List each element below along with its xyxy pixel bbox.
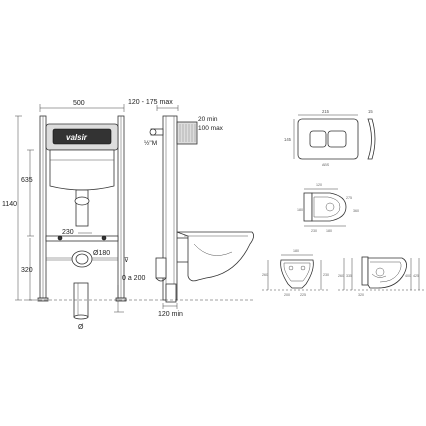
width-label: 500 bbox=[73, 100, 85, 107]
bracket-height-label: 320 bbox=[21, 267, 33, 274]
side-drain-pipe bbox=[155, 257, 167, 279]
bowl-side-view: 260 335 400 425 320 bbox=[338, 256, 424, 297]
side-view-label-3: 400 bbox=[405, 274, 411, 278]
thread-label: ½"M bbox=[144, 139, 157, 147]
lower-bracket-bar bbox=[45, 235, 119, 242]
valsir-logo-plate bbox=[52, 128, 112, 145]
pipe-diameter-label: Ø180 bbox=[93, 250, 110, 257]
bowl-side-outline bbox=[367, 257, 407, 289]
flush-plate-view: 215 145 ABS 15 bbox=[284, 109, 376, 167]
flush-plate-side bbox=[367, 118, 376, 160]
side-view-label-4: 425 bbox=[413, 274, 419, 278]
front-view: 500 valsir Ø bbox=[2, 100, 150, 331]
support-rod-left bbox=[57, 235, 63, 241]
front-view-left-label: 260 bbox=[262, 273, 268, 277]
side-toilet-bowl bbox=[176, 231, 254, 282]
bowl-side-wall-mount bbox=[361, 256, 369, 286]
top-view-top-label: 120 bbox=[316, 183, 322, 187]
depth-range-label: 120 - 175 max bbox=[128, 99, 173, 106]
top-view-side-label-1: 180 bbox=[297, 208, 303, 212]
side-view: 120 - 175 max 20 min 100 max ½"M bbox=[128, 99, 255, 318]
plate-model-label: ABS bbox=[322, 163, 330, 167]
side-view-label-1: 260 bbox=[338, 274, 344, 278]
flush-button-small bbox=[309, 130, 327, 148]
foot-left bbox=[37, 297, 49, 302]
front-view-right-label: 230 bbox=[323, 273, 329, 277]
cistern-height-label: 635 bbox=[21, 177, 33, 184]
drain-range-label: 0 a 200 bbox=[122, 275, 145, 282]
front-view-mid-label-1: 200 bbox=[284, 293, 290, 297]
plate-width-label: 215 bbox=[322, 109, 330, 114]
bowl-top-outline bbox=[311, 192, 347, 222]
svg-text:⊽: ⊽ bbox=[124, 256, 129, 264]
front-view-mid-label-2: 225 bbox=[300, 293, 306, 297]
top-view-bottom-label-2: 180 bbox=[326, 229, 332, 233]
support-rod-right bbox=[101, 235, 107, 241]
top-view-side-label-2: 275 bbox=[346, 196, 352, 200]
bowl-front-outline bbox=[280, 259, 314, 289]
flush-pipe bbox=[75, 189, 89, 227]
bowl-top-wall-mount bbox=[303, 192, 313, 222]
plate-min-label: 20 min bbox=[198, 116, 218, 123]
pipe-coupling bbox=[74, 196, 90, 206]
flush-button-large bbox=[327, 130, 347, 148]
plate-depth-label: 15 bbox=[368, 109, 373, 114]
bottom-depth-label: 120 min bbox=[158, 311, 183, 318]
bowl-top-view: 120 180 275 360 230 180 bbox=[297, 183, 359, 233]
side-view-label-5: 320 bbox=[358, 293, 364, 297]
cistern-body bbox=[49, 149, 115, 191]
side-view-label-2: 335 bbox=[346, 274, 352, 278]
brand-label: valsir bbox=[66, 133, 88, 142]
foot-right bbox=[115, 297, 127, 302]
plate-height-label: 145 bbox=[284, 137, 292, 142]
total-height-label: 1140 bbox=[2, 201, 17, 208]
bowl-front-view: 180 260 200 225 230 bbox=[262, 249, 330, 297]
front-view-top-label: 180 bbox=[293, 249, 299, 253]
pipe-distance-label: 230 bbox=[62, 229, 74, 236]
top-view-side-label-3: 360 bbox=[353, 209, 359, 213]
plate-max-label: 100 max bbox=[198, 125, 224, 132]
bottom-pipe-label: Ø bbox=[78, 324, 84, 331]
top-view-bottom-label-1: 230 bbox=[311, 229, 317, 233]
